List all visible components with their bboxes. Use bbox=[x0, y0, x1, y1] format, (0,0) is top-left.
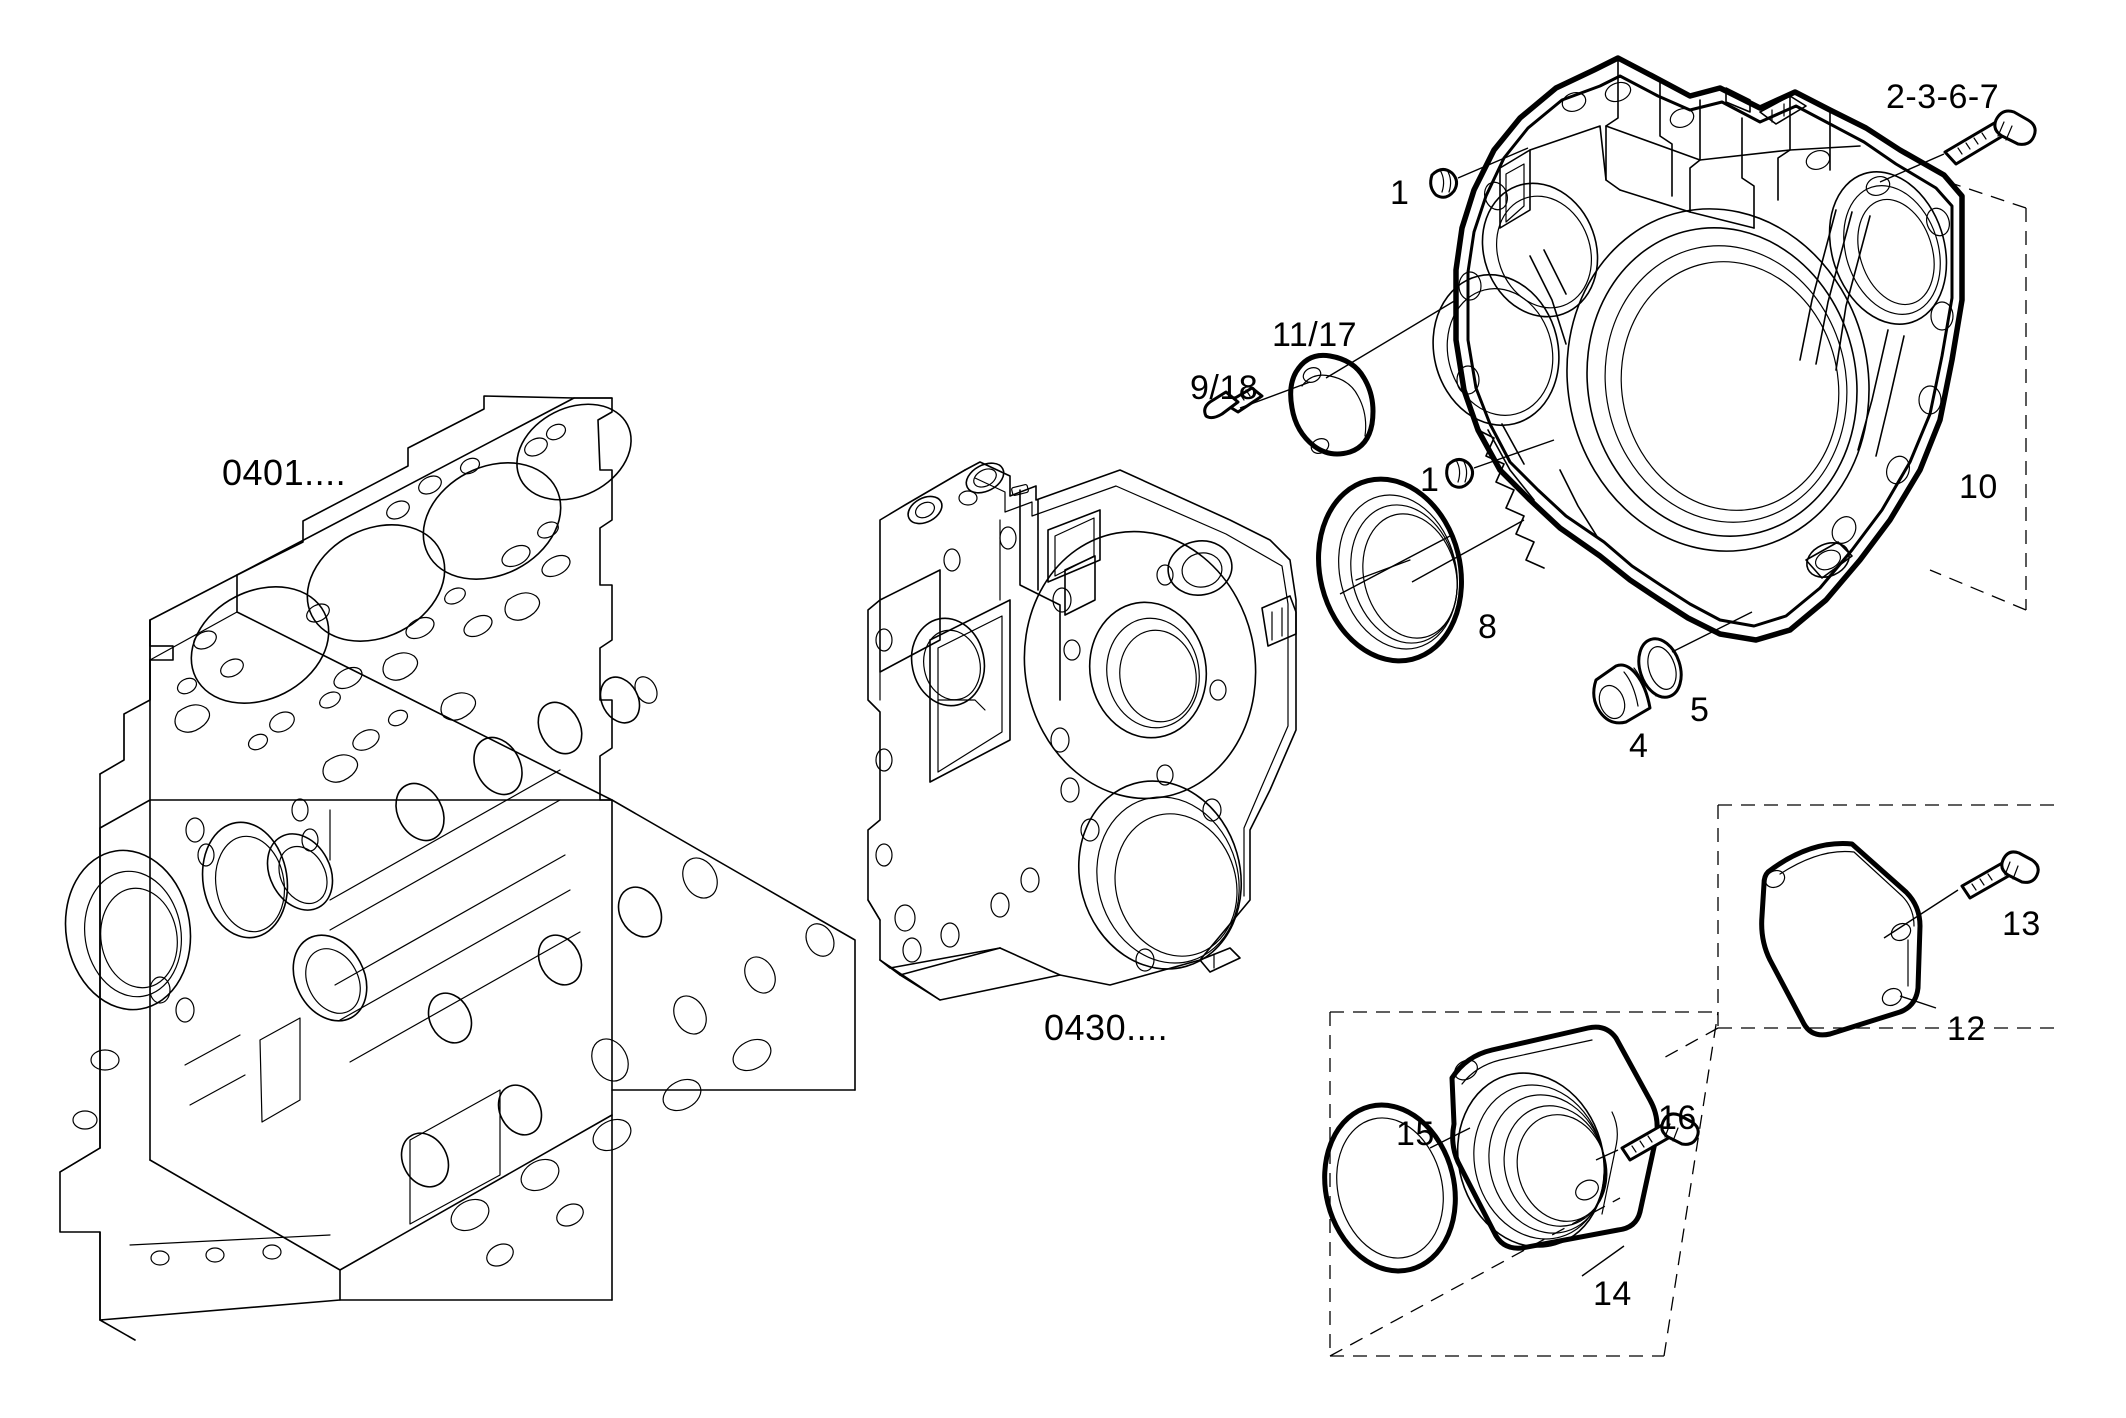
side-cover-drawing bbox=[1759, 841, 1923, 1038]
engine-block-drawing bbox=[59, 395, 856, 1341]
crankshaft-rear-seal-drawing bbox=[1316, 476, 1464, 664]
timing-gear-case-drawing bbox=[867, 461, 1297, 1001]
item-label-cover-bolt: 9/18 bbox=[1190, 369, 1259, 407]
bolt-2367-drawing bbox=[1943, 109, 2037, 166]
sealing-ring-drawing bbox=[1637, 637, 1683, 699]
cover-screw-drawing bbox=[1203, 386, 1264, 420]
group-label-timing-case: 0430.... bbox=[1044, 1007, 1169, 1048]
item-label-cover-plate: 11/17 bbox=[1272, 316, 1358, 354]
item-label-bolt-set: 2-3-6-7 bbox=[1886, 78, 2000, 116]
seal-carrier-drawing bbox=[1449, 1024, 1660, 1251]
dowel-pin-top-drawing bbox=[1429, 168, 1459, 199]
item-label-o-ring: 15 bbox=[1396, 1115, 1435, 1153]
screw-plug-drawing bbox=[1592, 663, 1657, 725]
item-label-dowel-top: 1 bbox=[1390, 174, 1410, 212]
item-label-seal-carrier: 14 bbox=[1593, 1275, 1632, 1313]
side-cover-bolt-drawing bbox=[1960, 850, 2040, 900]
small-cover-plate-drawing bbox=[1288, 352, 1376, 457]
flywheel-housing-drawing bbox=[1432, 55, 1965, 643]
item-label-crank-seal: 8 bbox=[1478, 608, 1498, 646]
item-label-side-cover-bolt: 13 bbox=[2002, 905, 2041, 943]
seal-carrier-bolt-drawing bbox=[1620, 1112, 1700, 1162]
item-label-plug: 4 bbox=[1629, 727, 1649, 765]
item-label-seal-ring: 5 bbox=[1690, 691, 1710, 729]
zone-boundary-lines bbox=[1329, 181, 2060, 1357]
item-label-carrier-bolt: 16 bbox=[1658, 1099, 1697, 1137]
item-label-housing: 10 bbox=[1959, 468, 1998, 506]
leader-lines bbox=[1239, 147, 1959, 1277]
dowel-pin-mid-drawing bbox=[1445, 458, 1475, 489]
item-label-side-cover: 12 bbox=[1947, 1010, 1986, 1048]
item-label-dowel-mid: 1 bbox=[1420, 461, 1440, 499]
group-label-engine-block: 0401.... bbox=[222, 452, 347, 493]
o-ring-drawing bbox=[1322, 1102, 1458, 1274]
